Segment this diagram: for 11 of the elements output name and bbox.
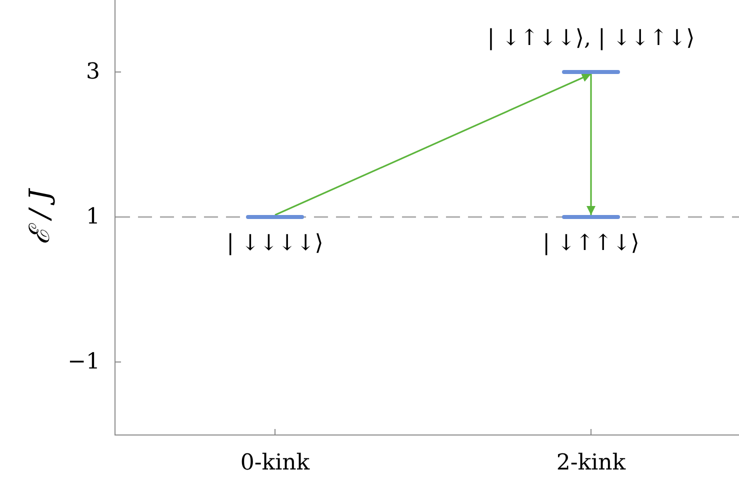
transition-arrow — [274, 73, 592, 216]
tick-label: 3 — [86, 60, 100, 84]
state-label: | ↓↑↓↓⟩, | ↓↓↑↓⟩ — [487, 26, 695, 51]
transition-arrow — [586, 74, 596, 215]
tick-label: 2-kink — [556, 450, 626, 476]
tick-label: 1 — [86, 204, 100, 230]
state-label: | ↓↑↑↓⟩ — [542, 231, 640, 256]
state-label: | ↓↓↓↓⟩ — [226, 231, 324, 256]
axis-title: ℰ / J — [22, 189, 57, 245]
tick-label: −1 — [68, 350, 100, 374]
tick-label: 0-kink — [240, 450, 310, 476]
